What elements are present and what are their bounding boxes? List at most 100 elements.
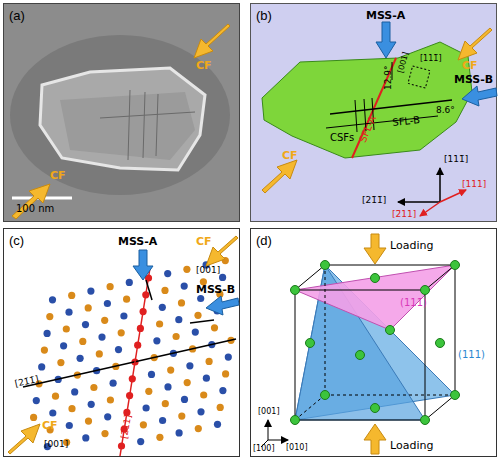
- atom-lattice-part: [148, 371, 155, 378]
- fcc-cube-part-part: [386, 326, 395, 335]
- tem-image-part: [100, 112, 195, 118]
- shear-arrow-part: [133, 250, 153, 280]
- figure-label: [21̄1̄]: [362, 196, 386, 205]
- atom-lattice-part: [225, 354, 232, 361]
- fcc-cube-part-part: [451, 391, 460, 400]
- atom-lattice-part: [137, 438, 144, 445]
- atom-lattice-part: [77, 355, 84, 362]
- atom-lattice-part: [159, 304, 166, 311]
- figure-label: 8.6°: [436, 106, 455, 115]
- figure-label: [2̄11]: [392, 210, 416, 219]
- grain-schematic-part: [408, 66, 430, 88]
- compression-arrow: [8, 236, 238, 454]
- grain-schematic-part: [352, 58, 396, 158]
- figure-label: Loading: [390, 240, 433, 251]
- atom-lattice-part: [110, 380, 117, 387]
- grain-schematic-part: [355, 100, 357, 132]
- fcc-cube-part-part: [436, 339, 445, 348]
- atom-lattice-part: [181, 283, 188, 290]
- fcc-cube-part: [425, 395, 455, 420]
- atom-lattice-part: [118, 329, 125, 336]
- fcc-cube-part-part: [421, 416, 430, 425]
- fcc-cube-part-part: [356, 351, 365, 360]
- atom-lattice-part: [57, 359, 64, 366]
- loading-arrow: [364, 234, 386, 454]
- shear-arrow-part: [462, 86, 497, 106]
- axis-arrows-part: [440, 190, 466, 202]
- grain-schematic-part: [330, 100, 452, 114]
- figure-label: CF: [282, 150, 298, 161]
- figure-label: [001]: [44, 440, 68, 449]
- axis-arrows: [398, 168, 466, 216]
- lattice-lines-part: [146, 280, 152, 300]
- atom-lattice-part: [176, 429, 183, 436]
- fcc-cube-part-part: [371, 274, 380, 283]
- tem-image-part: [60, 92, 195, 160]
- atom-lattice-part: [85, 304, 92, 311]
- tem-image-part: [128, 90, 130, 160]
- lattice-lines: [23, 268, 236, 456]
- atom-lattice-part: [184, 379, 191, 386]
- figure-label: 12.9°: [384, 65, 393, 90]
- atom-lattice-part: [159, 417, 166, 424]
- atom-lattice-part: [123, 296, 130, 303]
- figure-label: CF: [42, 420, 58, 431]
- lattice-lines-part: [120, 268, 150, 456]
- axis-arrows: [261, 420, 288, 447]
- fcc-cube-part: [295, 290, 425, 420]
- figure-label: (111̄): [400, 298, 427, 308]
- atom-lattice-part: [52, 393, 59, 400]
- fcc-cube-part-part: [371, 404, 380, 413]
- atom-lattice-part: [33, 397, 40, 404]
- atom-lattice-part: [162, 400, 169, 407]
- atom-lattice-part: [178, 413, 185, 420]
- tem-image-part: [40, 68, 205, 170]
- atom-lattice-part: [101, 430, 108, 437]
- axis-arrows-part: [268, 420, 269, 440]
- atom-lattice-part: [217, 404, 224, 411]
- fcc-cube-part: [295, 265, 455, 420]
- atom-lattice-part: [66, 422, 73, 429]
- figure-label: [100]: [253, 445, 275, 453]
- fcc-cube-part: [325, 395, 455, 396]
- figure-label: [001]: [258, 408, 280, 416]
- compression-arrow: [12, 24, 230, 219]
- panel-label: (b): [256, 8, 272, 23]
- figure-label: CSFs: [330, 133, 354, 143]
- loading-arrow-part: [364, 424, 386, 454]
- fcc-cube-part-part: [306, 339, 315, 348]
- atom-lattice-part: [63, 325, 70, 332]
- fcc-cube-part: [295, 265, 325, 290]
- figure-label: MSS-B: [454, 74, 493, 85]
- atom-lattice-part: [206, 358, 213, 365]
- fcc-cube-part-part: [291, 286, 300, 295]
- atom-lattice-part: [186, 362, 193, 369]
- tem-image: [10, 35, 230, 198]
- atom-lattice-part: [181, 396, 188, 403]
- fcc-cube-part-part: [321, 391, 330, 400]
- loading-arrow-part: [364, 234, 386, 264]
- figure-label: CF: [196, 236, 212, 247]
- panel-label: (a): [9, 8, 25, 23]
- figure-label: CF: [462, 60, 478, 71]
- compression-arrow-part: [262, 160, 297, 193]
- axis-arrows-part: [398, 201, 440, 203]
- atom-lattice-part: [178, 299, 185, 306]
- shear-arrow: [376, 22, 497, 106]
- compression-arrow-part: [8, 424, 40, 454]
- axis-arrows-part: [268, 440, 288, 441]
- atom-lattice-part: [107, 283, 114, 290]
- atom-lattice-part: [107, 396, 114, 403]
- axis-arrows-part: [420, 202, 440, 216]
- figure-label: MSS-A: [118, 236, 157, 247]
- tem-image-part: [156, 94, 158, 156]
- atom-lattice-part: [104, 300, 111, 307]
- atom-lattice-part: [101, 317, 108, 324]
- atom-lattice-part: [173, 333, 180, 340]
- panel-label: (c): [9, 233, 24, 248]
- atom-lattice-part: [104, 413, 111, 420]
- atom-lattice-part: [195, 425, 202, 432]
- fcc-cube-part-part: [451, 261, 460, 270]
- atom-lattice-part: [49, 296, 56, 303]
- figure-label: [111̄]: [444, 155, 468, 164]
